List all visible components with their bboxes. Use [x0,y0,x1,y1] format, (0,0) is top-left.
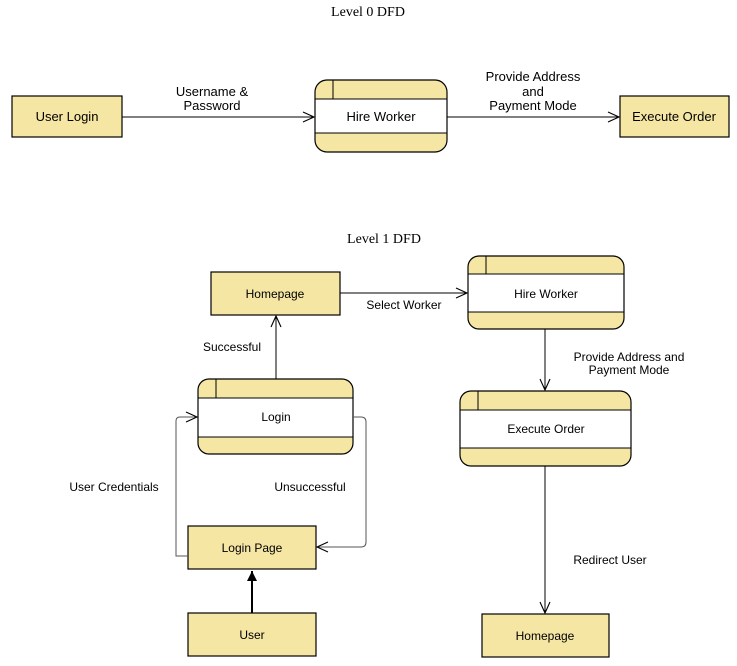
level0-flow-address-line1: Provide Address [486,69,581,84]
level1-homepage-top-label: Homepage [246,287,305,301]
level0-user-login-entity[interactable]: User Login [11,95,123,138]
level1-user-entity[interactable]: User [187,612,317,657]
level1-login-process[interactable]: Login [197,378,354,455]
level0-user-login-label: User Login [36,109,99,124]
level0-execute-order-entity[interactable]: Execute Order [619,95,730,138]
level1-execute-order-process[interactable]: Execute Order [459,390,632,467]
level1-title: Level 1 DFD [347,232,421,247]
level1-login-page-entity[interactable]: Login Page [187,525,317,570]
level1-user-label: User [239,628,264,642]
level1-flow-successful-label: Successful [203,340,261,354]
level1-flow-redirect-label: Redirect User [573,553,646,567]
level0-flow-address-line2: and [522,84,544,99]
level1-homepage-top-entity[interactable]: Homepage [210,271,341,316]
level1-flow-unsuccessful-label: Unsuccessful [274,480,345,494]
level1-login-label: Login [261,410,290,424]
level0-flow-credentials-line1: Username & [176,84,249,99]
level1-execute-order-label: Execute Order [507,422,584,436]
level1-flow-address-line2: Payment Mode [589,363,670,377]
level1-flow-user-credentials-label: User Credentials [69,480,158,494]
level1-hire-worker-process[interactable]: Hire Worker [467,255,625,330]
level1-hire-worker-label: Hire Worker [514,287,578,301]
level1-flow-select-worker-label: Select Worker [366,298,441,312]
level0-hire-worker-label: Hire Worker [346,109,416,124]
level1-login-page-label: Login Page [222,541,283,555]
level0-hire-worker-process[interactable]: Hire Worker [314,79,448,153]
level0-execute-order-label: Execute Order [632,109,716,124]
level0-flow-credentials-line2: Password [183,98,240,113]
level1-flow-user-credentials-arrow [175,411,199,557]
level1-homepage-bottom-label: Homepage [516,629,575,643]
level1-flow-unsuccessful-arrow [315,416,367,553]
level1-flow-address-line1: Provide Address and [574,350,685,364]
level1-homepage-bottom-entity[interactable]: Homepage [481,613,610,658]
level0-title: Level 0 DFD [331,5,405,20]
level0-flow-address-line3: Payment Mode [489,98,576,113]
